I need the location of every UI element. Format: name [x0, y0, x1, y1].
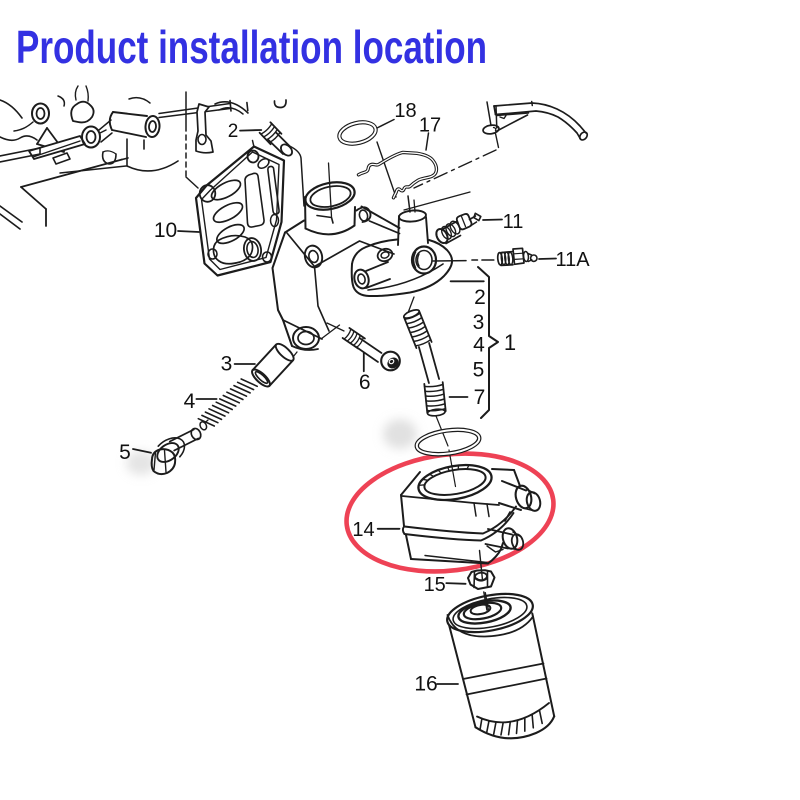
- svg-text:15: 15: [424, 574, 446, 596]
- svg-text:Product installation location: Product installation location: [16, 21, 487, 73]
- svg-text:17: 17: [419, 115, 441, 137]
- svg-text:4: 4: [184, 390, 196, 413]
- svg-text:5: 5: [119, 441, 131, 464]
- svg-text:16: 16: [414, 673, 437, 696]
- svg-text:3: 3: [221, 353, 233, 376]
- svg-text:6: 6: [359, 371, 371, 394]
- svg-text:3: 3: [473, 311, 485, 334]
- svg-text:11A: 11A: [555, 249, 590, 271]
- svg-text:2: 2: [228, 121, 239, 142]
- svg-text:5: 5: [473, 359, 485, 382]
- svg-text:2: 2: [474, 286, 486, 309]
- svg-text:14: 14: [352, 519, 374, 541]
- svg-text:4: 4: [473, 334, 485, 357]
- svg-text:1: 1: [504, 330, 516, 355]
- svg-text:18: 18: [394, 100, 416, 122]
- svg-text:11: 11: [503, 211, 524, 233]
- svg-text:7: 7: [474, 386, 486, 409]
- svg-text:10: 10: [154, 219, 177, 242]
